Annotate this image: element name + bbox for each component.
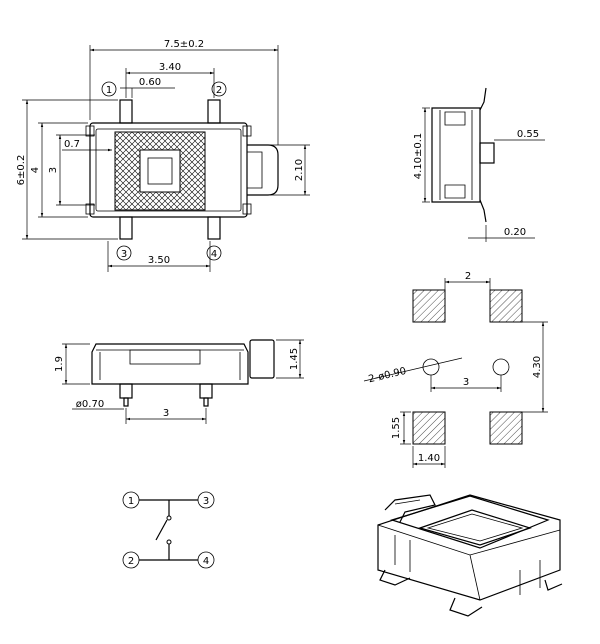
dim-3-front: 3: [163, 408, 169, 419]
isometric-view: [377, 494, 563, 617]
pin-4-lead: [207, 216, 221, 240]
pin-3-lead: [119, 216, 133, 240]
dim-0-60: 0.60: [139, 77, 161, 88]
schematic: 1 3 2 4: [122, 491, 215, 569]
dim-2-10: 2.10: [294, 159, 305, 181]
dim-4-10: 4.10±0.1: [413, 133, 424, 180]
dim-4: 4: [30, 167, 41, 173]
switch-contact: [155, 519, 168, 541]
dim-0-7: 0.7: [64, 139, 80, 150]
pcb-layout: 2 2-ø0.90 3 4.30 1.55 1.40: [363, 271, 548, 468]
front-actuator: [249, 339, 275, 379]
pin-1-lead: [119, 99, 133, 124]
schematic-pin-4: 4: [203, 556, 209, 567]
pin-label-2: 2: [216, 85, 222, 96]
switch-body: [89, 122, 248, 218]
dim-3-40: 3.40: [159, 62, 181, 73]
top-view: 1 2 3 4 7.5±0.2 3.40 0.60 6±0.2 4: [16, 39, 310, 272]
front-view: 1.9 1.45 ø0.70 3: [54, 339, 304, 424]
dim-width: 7.5±0.2: [164, 39, 204, 50]
side-actuator: [247, 144, 279, 196]
dim-hole-diameter: 2-ø0.90: [368, 366, 408, 385]
dim-0-70: ø0.70: [76, 399, 104, 410]
dim-2-pad-gap: 2: [465, 271, 471, 282]
pad-bottom-left: [412, 411, 446, 445]
dim-1-9: 1.9: [54, 356, 65, 372]
iso-actuator-button: [418, 509, 532, 546]
dim-height: 6±0.2: [16, 155, 27, 186]
schematic-pin-3: 3: [203, 496, 209, 507]
pin-label-4: 4: [211, 249, 217, 260]
dim-3-50: 3.50: [148, 255, 170, 266]
side-actuator-profile: [479, 142, 495, 164]
schematic-pin-1: 1: [128, 496, 134, 507]
dim-1-55: 1.55: [391, 417, 402, 439]
pad-top-right: [489, 289, 523, 323]
dim-3-hole-pitch: 3: [463, 377, 469, 388]
pin-label-3: 3: [121, 249, 127, 260]
dim-3-vertical: 3: [48, 167, 59, 173]
dim-4-30: 4.30: [532, 356, 543, 378]
pad-top-left: [412, 289, 446, 323]
dim-0-20: 0.20: [504, 227, 526, 238]
dim-1-40: 1.40: [418, 453, 440, 464]
dim-0-55: 0.55: [517, 129, 539, 140]
side-view: 4.10±0.1 0.55 0.20: [413, 87, 545, 242]
pad-bottom-right: [489, 411, 523, 445]
pin-label-1: 1: [106, 85, 112, 96]
hole-left: [422, 358, 440, 376]
dim-1-45: 1.45: [289, 348, 300, 370]
pin-2-lead: [207, 99, 221, 124]
schematic-pin-2: 2: [128, 556, 134, 567]
hole-right: [492, 358, 510, 376]
